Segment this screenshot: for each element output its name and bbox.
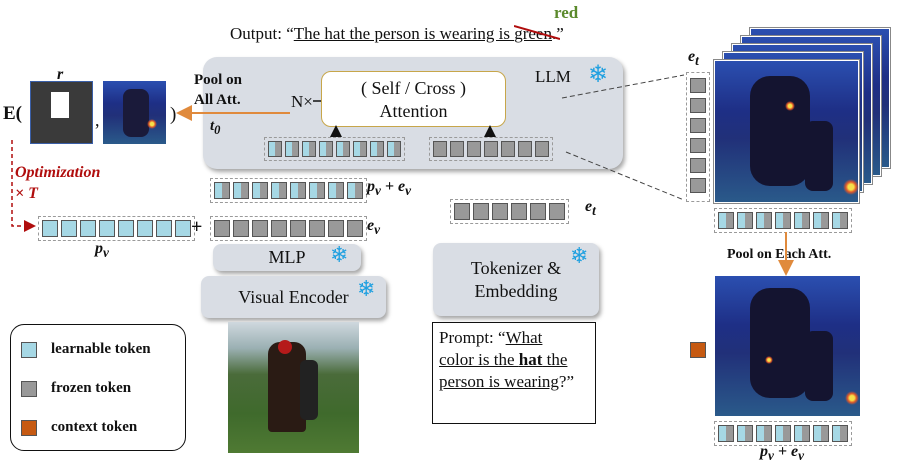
pv-plus-ev-tokens — [210, 178, 367, 203]
output-sentence: Output: “The hat the person is wearing i… — [230, 24, 564, 44]
prompt-box: Prompt: “What color is the hat the perso… — [432, 322, 596, 424]
pv-tokens — [38, 216, 195, 241]
context-token — [690, 342, 706, 358]
llm-visual-tokens — [264, 137, 405, 161]
et-tokens — [450, 199, 569, 224]
output-suffix: .” — [551, 24, 564, 43]
tokenizer-box: Tokenizer & Embedding — [433, 243, 599, 316]
prompt-q1: What — [505, 328, 543, 347]
prompt-suffix: ?” — [558, 372, 575, 391]
snowflake-icon: ❄ — [588, 62, 609, 88]
output-wrong-word: green — [514, 24, 561, 43]
snowflake-icon: ❄ — [330, 242, 349, 267]
correction-word: red — [554, 3, 579, 22]
n-times-label: N× — [291, 92, 313, 111]
llm-label: LLM — [535, 67, 571, 86]
prompt-line2: color is the hat the — [439, 350, 568, 369]
pv-plus-ev-bottom-label: pv + ev — [760, 443, 805, 464]
llm-text-tokens — [429, 137, 553, 161]
pooled-tokens — [714, 421, 852, 446]
pooled-heatmap-image — [715, 276, 860, 416]
mask-image — [30, 81, 93, 144]
heatmap-image-front — [714, 60, 859, 203]
plus-sign: + — [191, 216, 203, 238]
et-label: et — [585, 198, 596, 219]
attention-block: ( Self / Cross ) Attention — [321, 71, 506, 127]
snowflake-icon: ❄ — [570, 243, 589, 268]
e-prefix: E( — [3, 103, 22, 124]
input-image — [228, 322, 359, 453]
optimization-label: Optimization× T — [15, 164, 101, 202]
prompt-prefix: Prompt: “ — [439, 328, 506, 347]
r-label: r — [57, 66, 64, 83]
prompt-q4: person is wearing — [439, 372, 559, 391]
mlp-box: MLP — [213, 244, 361, 271]
legend: learnable token frozen token context tok… — [10, 324, 186, 451]
et-vertical-tokens — [686, 72, 710, 202]
tokenizer-line2: Embedding — [474, 281, 558, 301]
visual-encoder-box: Visual Encoder — [201, 276, 386, 318]
et-right-label: et — [688, 48, 699, 69]
snowflake-icon: ❄ — [357, 276, 376, 301]
output-text: The hat the person is wearing is — [293, 24, 515, 43]
legend-context: context token — [21, 419, 137, 436]
attention-line2: Attention — [379, 101, 448, 121]
legend-learnable: learnable token — [21, 341, 151, 358]
comma: , — [95, 110, 100, 130]
pool-each-label: Pool on Each Att. — [725, 247, 834, 263]
t0-label: t0 — [210, 118, 221, 137]
e-suffix: ) — [170, 104, 177, 125]
legend-frozen: frozen token — [21, 380, 131, 397]
ev-tokens — [210, 216, 367, 241]
heatmap-tokens-top — [714, 208, 852, 233]
tokenizer-line1: Tokenizer & — [470, 258, 562, 278]
pv-label: pv — [95, 240, 109, 261]
pv-plus-ev-label: pv + ev — [367, 178, 412, 199]
output-prefix: Output: “ — [230, 24, 294, 43]
attention-image-small — [103, 81, 166, 144]
ev-label: ev — [367, 217, 381, 238]
attention-line1: ( Self / Cross ) — [361, 78, 466, 98]
